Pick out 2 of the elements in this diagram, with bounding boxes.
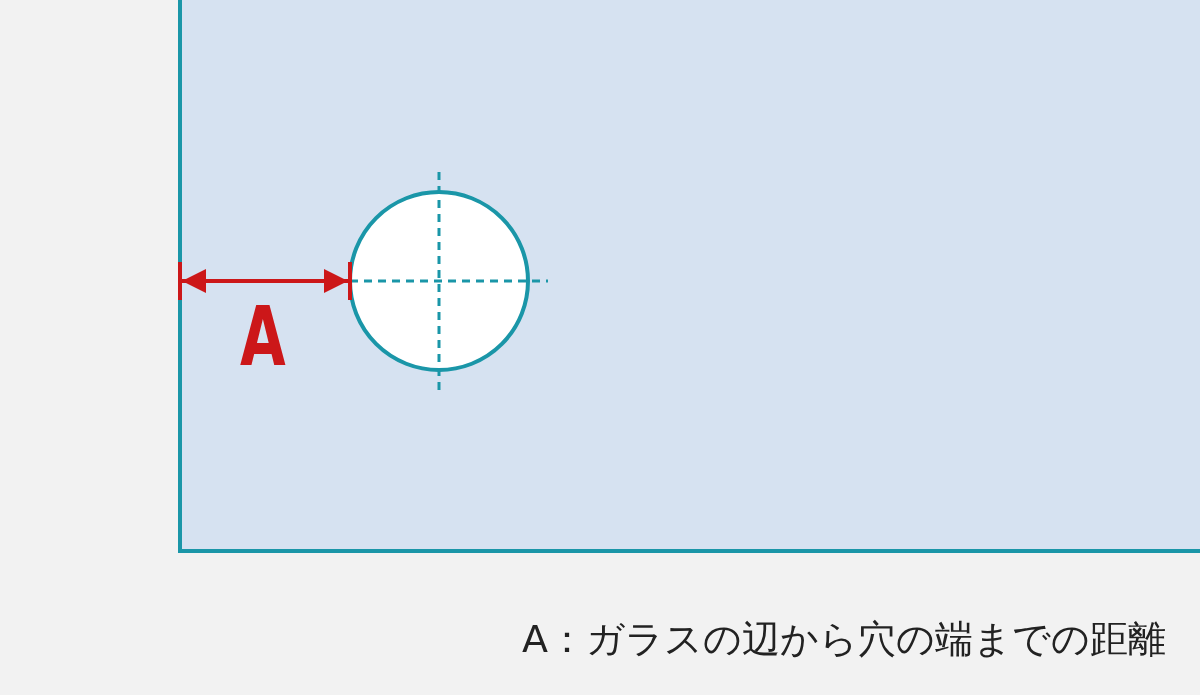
dimension-label: A [240,296,286,378]
caption: A：ガラスの辺から穴の端までの距離 [522,616,1166,663]
